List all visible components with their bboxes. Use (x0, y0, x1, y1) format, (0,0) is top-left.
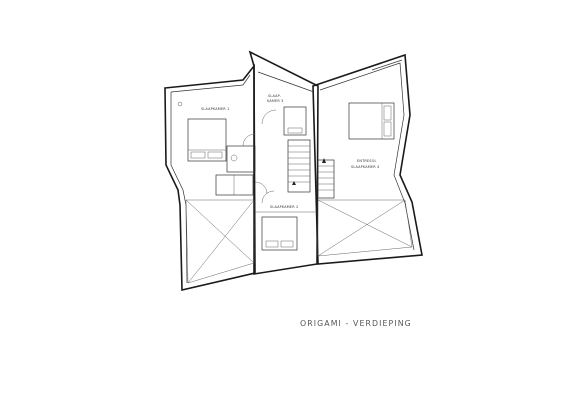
door-swing-hall (254, 181, 268, 195)
bed-pillow-2b (280, 240, 294, 248)
west-void (185, 199, 255, 284)
lamp-slaapkamer-1 (177, 101, 183, 107)
west-void-cross-1 (185, 199, 255, 264)
outer-wall-east-wing (312, 53, 423, 265)
label-slaapkamer-1: SLAAPKAMER 1 (201, 107, 229, 111)
bed-pillow-3 (287, 127, 303, 134)
bed-slaapkamer-4 (348, 102, 395, 140)
bed-slaapkamer-3 (283, 106, 307, 136)
east-void-cross-1 (317, 199, 413, 248)
toilet (230, 154, 238, 162)
inner-wall-east (319, 62, 415, 251)
bed-pillow-1a (190, 151, 206, 159)
door-swing-sk3 (261, 109, 277, 125)
bathroom (226, 145, 256, 173)
bed-pillow-4a (383, 105, 392, 121)
door-swing-bathroom (242, 133, 256, 147)
bed-pillow-4b (383, 121, 392, 137)
west-void-cross-2 (187, 199, 255, 284)
east-void (317, 199, 413, 257)
window-east (371, 59, 403, 71)
staircase (287, 139, 311, 193)
staircase-entresol (317, 159, 335, 199)
inner-wall-center-top (257, 71, 315, 93)
stair-arrow (292, 181, 296, 185)
outer-wall-west-wing (164, 63, 256, 292)
plan-caption: ORIGAMI - VERDIEPING (300, 319, 412, 328)
label-slaapkamer-3-line1: SLAAP- (268, 94, 282, 98)
label-slaapkamer-2: SLAAPKAMER 2 (270, 205, 298, 209)
wardrobe-slaapkamer-1 (215, 174, 254, 196)
bed-pillow-2a (265, 240, 279, 248)
bed-slaapkamer-1 (187, 118, 227, 162)
bed-pillow-1b (207, 151, 223, 159)
inner-wall-west (170, 74, 251, 93)
stair-arrow-entresol (322, 158, 326, 163)
bed-slaapkamer-2 (261, 216, 298, 251)
east-void-cross-2 (317, 199, 406, 257)
label-entresol-line2: SLAAPKAMER 4 (351, 165, 379, 169)
label-slaapkamer-3-line2: KAMER 3 (267, 99, 284, 103)
inner-wall-west-side (170, 92, 188, 284)
door-swing-sk2 (261, 190, 275, 204)
label-entresol-line1: ENTRESOL (357, 159, 377, 163)
outer-wall-center-wing (248, 50, 319, 275)
